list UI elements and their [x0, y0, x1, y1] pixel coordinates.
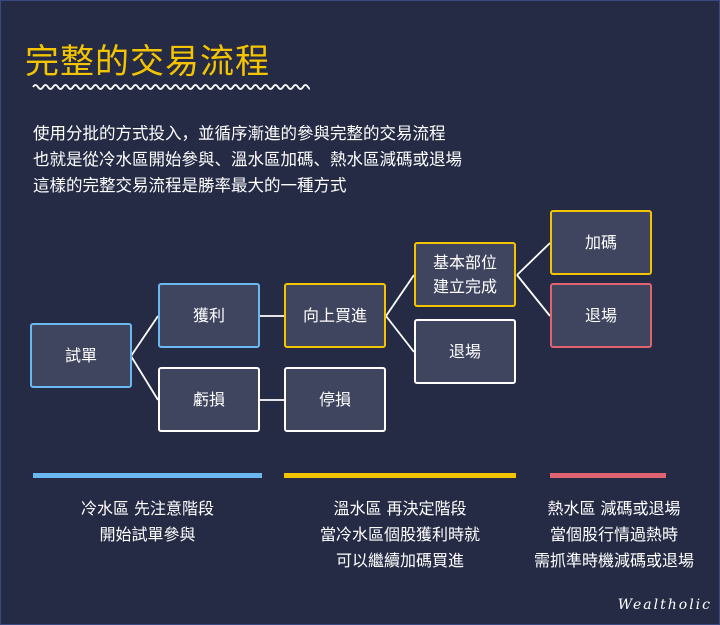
- brand-logo: Wealtholic: [617, 597, 712, 613]
- hot-zone-caption: 熱水區 減碼或退場 當個股行情過熱時 需抓準時機減碼或退場: [533, 499, 694, 570]
- connector: [385, 315, 415, 353]
- connector: [130, 315, 159, 357]
- warm-zone-bar: [284, 473, 516, 478]
- node-add: 加碼: [550, 210, 652, 275]
- node-base-position: 基本部位 建立完成: [414, 242, 516, 307]
- node-exit-right: 退場: [550, 283, 652, 348]
- node-profit: 獲利: [158, 283, 260, 348]
- page-title: 完整的交易流程: [25, 42, 270, 82]
- description-line: 使用分批的方式投入，並循序漸進的參與完整的交易流程: [33, 124, 446, 143]
- hot-zone-bar: [550, 473, 666, 478]
- description: 使用分批的方式投入，並循序漸進的參與完整的交易流程 也就是從冷水區開始參與、溫水…: [33, 121, 462, 199]
- wave-divider: [32, 84, 310, 90]
- connector: [516, 242, 551, 276]
- connector: [516, 274, 551, 317]
- description-line: 也就是從冷水區開始參與、溫水區加碼、熱水區減碼或退場: [33, 150, 462, 169]
- node-loss: 虧損: [158, 367, 260, 432]
- connector: [130, 355, 159, 401]
- node-exit-mid: 退場: [414, 319, 516, 384]
- cold-zone-caption: 冷水區 先注意階段 開始試單參與: [80, 499, 215, 544]
- node-stop-loss: 停損: [284, 367, 386, 432]
- cold-zone-bar: [33, 473, 262, 478]
- warm-zone-caption: 溫水區 再決定階段 當冷水區個股獲利時就 可以繼續加碼買進: [319, 499, 480, 570]
- node-trial: 試單: [30, 323, 132, 388]
- description-line: 這樣的完整交易流程是勝率最大的一種方式: [33, 176, 347, 195]
- connector: [385, 274, 415, 317]
- node-buy-up: 向上買進: [284, 283, 386, 348]
